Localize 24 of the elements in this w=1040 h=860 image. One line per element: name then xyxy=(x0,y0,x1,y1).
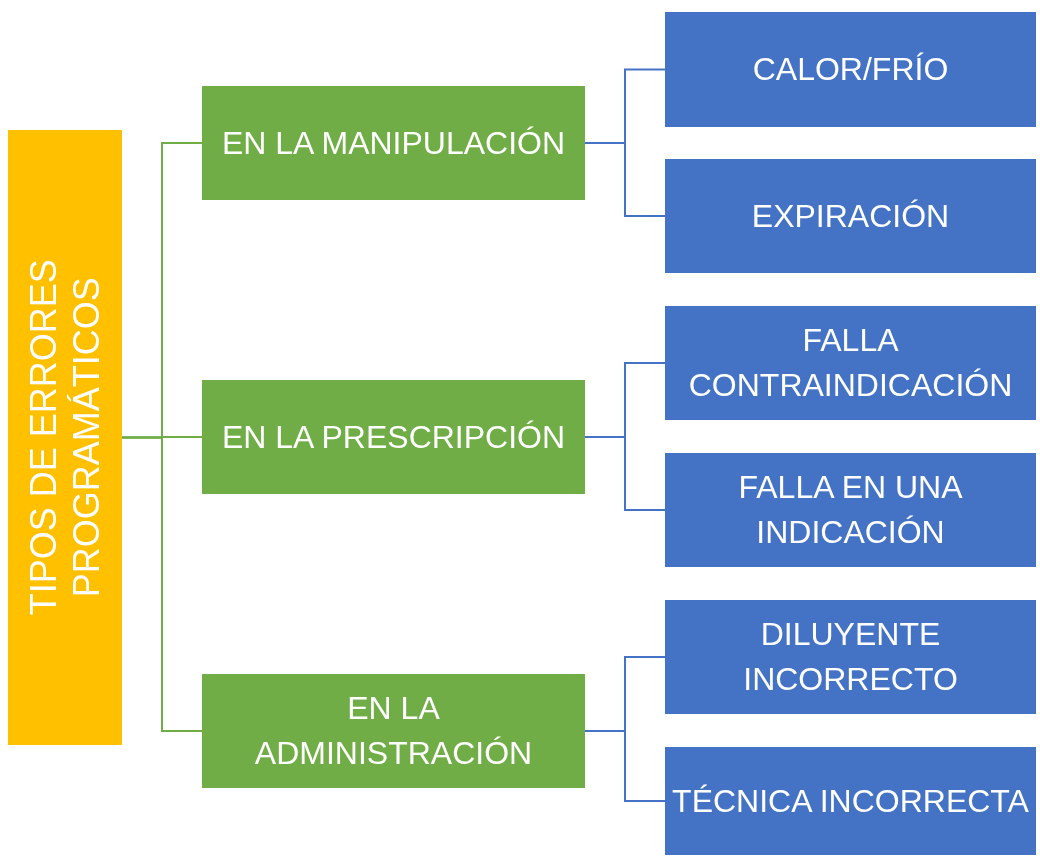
box-label: FALLA CONTRAINDICACIÓN xyxy=(687,321,1014,405)
box-label: EN LA PRESCRIPCIÓN xyxy=(220,417,567,457)
subcategory-box xyxy=(665,747,1036,855)
subcategory-box xyxy=(665,159,1036,273)
connector-line xyxy=(584,730,666,802)
connector-line xyxy=(584,436,666,511)
subcategory-box xyxy=(665,600,1036,714)
box-label: TÉCNICA INCORRECTA xyxy=(671,781,1030,821)
connector-line xyxy=(584,142,666,217)
subcategory-box xyxy=(665,453,1036,567)
category-box xyxy=(202,86,585,200)
category-box xyxy=(202,380,585,494)
subcategory-box xyxy=(665,12,1036,127)
connector-line xyxy=(121,436,203,732)
subcategory-box xyxy=(665,306,1036,420)
box-label: EN LA ADMINISTRACIÓN xyxy=(253,689,534,773)
vertical-label: TIPOS DE ERRORES PROGRAMÁTICOS xyxy=(21,258,108,618)
box-label: CALOR/FRÍO xyxy=(751,50,950,90)
box-label: FALLA EN UNA INDICACIÓN xyxy=(737,468,964,552)
box-label: EXPIRACIÓN xyxy=(750,196,951,236)
box-label: DILUYENTE INCORRECTO xyxy=(742,615,959,699)
root-box xyxy=(8,130,122,745)
category-box xyxy=(202,674,585,788)
box-label: EN LA MANIPULACIÓN xyxy=(220,123,567,163)
